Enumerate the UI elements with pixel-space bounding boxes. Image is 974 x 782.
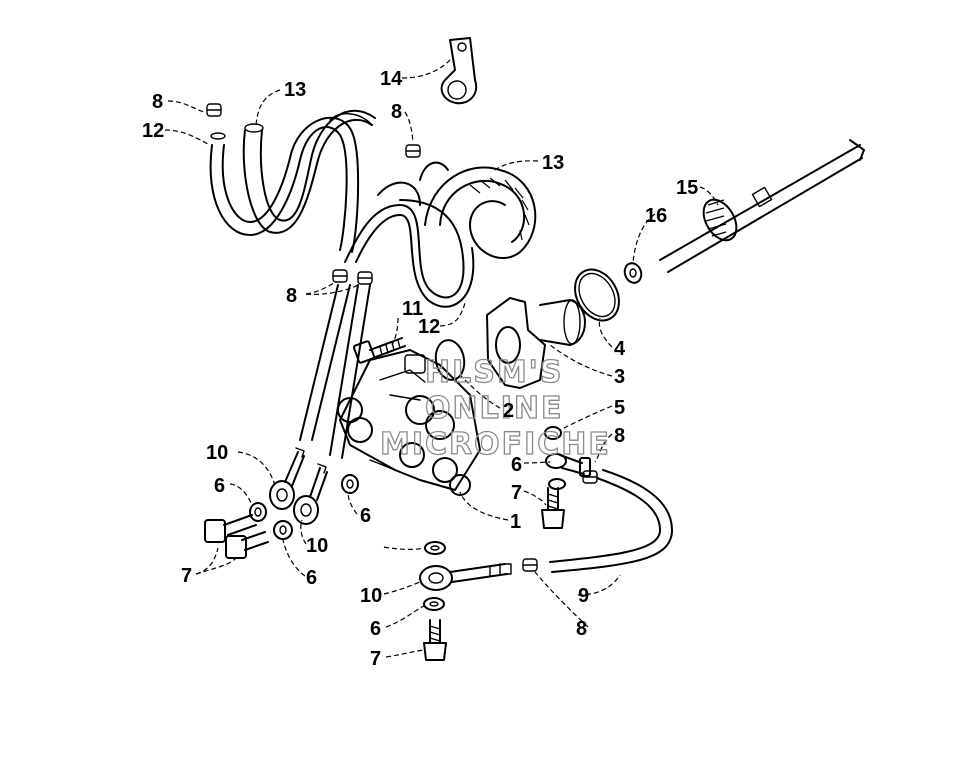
callout-12: 12 — [418, 316, 440, 338]
oil-hose-9-icon — [549, 469, 673, 573]
watermark-line-2: ONLINE — [425, 391, 564, 426]
washer-6-icon — [249, 502, 267, 522]
watermark-line-3: MICROFICHE — [380, 427, 611, 462]
callout-6: 6 — [360, 505, 371, 527]
callout-13: 13 — [284, 79, 306, 101]
callout-13: 13 — [542, 152, 564, 174]
bracket-14-icon — [440, 37, 478, 105]
callout-7: 7 — [181, 565, 192, 587]
washer-6-icon — [424, 541, 446, 555]
callout-7: 7 — [511, 482, 522, 504]
washer-6-icons — [249, 474, 446, 611]
callout-14: 14 — [380, 68, 403, 90]
callout-5: 5 — [614, 397, 625, 419]
callout-6: 6 — [306, 567, 317, 589]
callout-8: 8 — [614, 425, 625, 447]
callout-8: 8 — [576, 618, 587, 640]
oil-hose-bundle-left — [209, 109, 376, 253]
callout-12: 12 — [142, 120, 164, 142]
oil-feed-lines — [299, 284, 371, 459]
callout-15: 15 — [676, 177, 698, 199]
oil-hose-13-right — [419, 161, 537, 259]
callout-9: 9 — [578, 585, 589, 607]
oil-pump-body-1-icon — [337, 349, 481, 496]
banjo-bolt-7-bottom-icon — [423, 619, 447, 661]
o-ring-4-icon — [574, 268, 620, 322]
callout-1: 1 — [510, 511, 521, 533]
callout-11: 11 — [402, 298, 423, 320]
callout-2: 2 — [503, 400, 514, 422]
hose-clamp-icon — [206, 103, 222, 117]
banjo-fitting-10-bottom-icon — [419, 563, 512, 591]
callout-7: 7 — [370, 648, 381, 670]
washer-6-icon — [341, 474, 359, 494]
watermark-line-1: HLSM'S — [425, 355, 563, 390]
callout-6: 6 — [214, 475, 225, 497]
callout-labels: 1 2 3 4 5 6 6 6 6 6 7 7 7 8 8 8 8 8 9 10… — [142, 68, 698, 670]
callout-8: 8 — [391, 101, 402, 123]
watermark: HLSM'S ONLINE MICROFICHE — [379, 354, 611, 462]
fitting-right-stack-icon — [544, 426, 591, 490]
callout-10: 10 — [206, 442, 228, 464]
callout-6: 6 — [370, 618, 381, 640]
callout-10: 10 — [306, 535, 328, 557]
washer-6-icon — [423, 597, 445, 611]
callout-16: 16 — [645, 205, 667, 227]
hose-clamp-icon — [522, 558, 538, 572]
drive-shaft-gear-icon — [659, 139, 865, 273]
washer-6-icon — [273, 520, 293, 540]
callout-3: 3 — [614, 366, 625, 388]
oil-hose-12-middle — [344, 181, 475, 308]
pump-cover-3-icon — [486, 297, 586, 389]
banjo-bolt-7-right-icon — [541, 487, 565, 529]
bolt-11-icon — [352, 337, 406, 364]
callout-8: 8 — [286, 285, 297, 307]
hose-clamp-icon — [357, 271, 373, 285]
callout-leader-lines — [164, 59, 719, 658]
callout-6: 6 — [511, 454, 522, 476]
callout-10: 10 — [360, 585, 382, 607]
washer-16-icon — [623, 262, 643, 284]
hose-clamp-icon — [332, 269, 348, 283]
banjo-fitting-10-mid-icon — [293, 463, 328, 525]
callout-4: 4 — [614, 338, 626, 360]
hose-clamp-icon — [405, 144, 421, 158]
callout-8: 8 — [152, 91, 163, 113]
banjo-fitting-10-left-icon — [269, 447, 305, 510]
